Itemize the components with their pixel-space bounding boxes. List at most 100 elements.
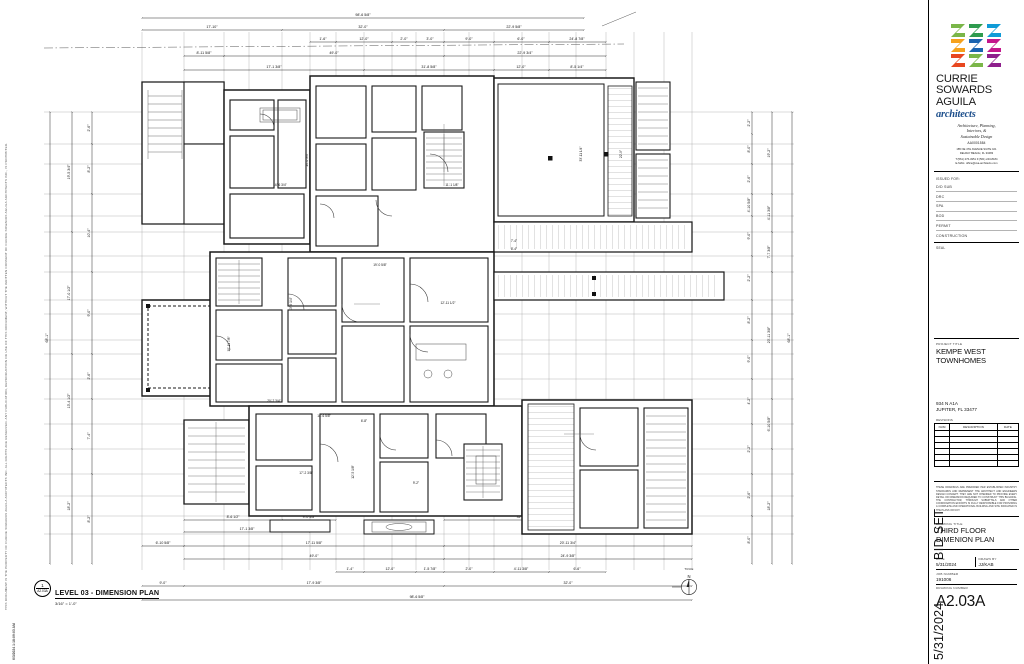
svg-text:9'-2": 9'-2" xyxy=(413,481,419,485)
svg-text:32'-0": 32'-0" xyxy=(564,581,574,585)
svg-text:N: N xyxy=(687,574,690,579)
svg-text:24'-8 7/8": 24'-8 7/8" xyxy=(569,37,585,41)
plan-scale: 3/16" = 1'-0" xyxy=(55,601,77,606)
drawing-title-caption: DRAWING TITLE xyxy=(936,521,963,526)
drawn-by-cell: DRAWN BY JJ/KAB xyxy=(974,557,1018,568)
seal-label: SEAL xyxy=(936,245,946,250)
north-arrow-label: TRUE xyxy=(684,567,694,571)
firm-address-line-1: 185 NE 4TH AVENUE SUITE 101 xyxy=(956,148,997,152)
svg-text:8'-0": 8'-0" xyxy=(747,145,751,153)
svg-text:12'-5 1/8": 12'-5 1/8" xyxy=(351,465,355,478)
svg-text:7'-7 3/8": 7'-7 3/8" xyxy=(767,245,771,259)
title-block-side-labels: BID SET 5/31/2024 xyxy=(930,0,946,664)
bid-set-label: BID SET xyxy=(932,508,946,560)
sheet-number-cell: DRAWING NUMBER A2.03A xyxy=(936,586,1017,611)
svg-text:17'-1 3/8": 17'-1 3/8" xyxy=(240,527,256,531)
svg-text:8'-6 1/2": 8'-6 1/2" xyxy=(227,515,241,519)
svg-text:8'-2": 8'-2" xyxy=(87,515,91,523)
issue-row[interactable]: DRC xyxy=(936,192,1017,202)
plan-svg: 98'-6 5/8" 17'-10" 32'-0" 22'-9 5/8" 1'-… xyxy=(43,11,794,601)
svg-text:10'-4": 10'-4" xyxy=(87,228,91,238)
project-block: PROJECT TITLE KEMPE WEST TOWNHOMES 934 N… xyxy=(929,342,1024,413)
issue-row[interactable]: CONSTRUCTION xyxy=(936,231,1017,240)
svg-text:17'-10": 17'-10" xyxy=(206,25,218,29)
project-title-line-1: KEMPE WEST xyxy=(936,346,986,356)
issue-row[interactable]: PERMIT xyxy=(936,221,1017,232)
title-block: BID SET 5/31/2024 CURRIE SOWARDS xyxy=(928,0,1024,664)
firm-name-line-3: AGUILA xyxy=(936,95,976,108)
svg-text:9'-0": 9'-0" xyxy=(747,232,751,240)
svg-text:20'-7 3/4": 20'-7 3/4" xyxy=(267,399,280,403)
svg-text:1'-5 7/8": 1'-5 7/8" xyxy=(424,567,438,571)
date-drawnby-row: DATE 5/31/2024 DRAWN BY JJ/KAB xyxy=(936,557,1018,568)
issued-for-block: ISSUED FOR: D/D SUB DRC SPA BOD PERMIT C… xyxy=(929,177,1024,240)
drawn-by-caption: DRAWN BY xyxy=(978,557,997,562)
svg-text:98'-6 5/8": 98'-6 5/8" xyxy=(355,13,371,17)
svg-text:68'-1": 68'-1" xyxy=(787,333,791,343)
revisions-caption: REVISIONS xyxy=(936,418,953,423)
svg-text:8'-11 5/8": 8'-11 5/8" xyxy=(197,51,213,55)
svg-text:31'-8 5/8": 31'-8 5/8" xyxy=(421,65,437,69)
svg-text:9'-0 5/8": 9'-0 5/8" xyxy=(303,515,317,519)
firm-tagline-line-2: Interiors, & xyxy=(966,128,987,134)
project-address: 934 N A1A JUPITER, FL 33477 xyxy=(936,401,1017,413)
issue-row[interactable]: D/D SUB xyxy=(936,182,1017,192)
svg-text:2'-0": 2'-0" xyxy=(400,37,408,41)
north-arrow-icon: N xyxy=(672,574,697,595)
issue-row[interactable]: BOD xyxy=(936,212,1017,222)
title-block-date-large: 5/31/2024 xyxy=(932,602,946,660)
svg-text:17'-1 3/8": 17'-1 3/8" xyxy=(266,65,282,69)
svg-text:17'-11 5/8": 17'-11 5/8" xyxy=(306,541,323,545)
svg-text:4'-2": 4'-2" xyxy=(747,397,751,405)
project-address-line-1: 934 N A1A xyxy=(936,400,958,406)
svg-text:8'-4": 8'-4" xyxy=(511,247,517,251)
svg-text:8'-2": 8'-2" xyxy=(87,165,91,173)
project-title-caption: PROJECT TITLE xyxy=(936,341,963,346)
issue-label: SPA xyxy=(936,204,944,209)
date-caption: DATE xyxy=(936,557,945,562)
copyright-notice: THIS DOCUMENT IS THE PROPERTY OF CURRIE … xyxy=(4,142,8,610)
job-number: 191006 xyxy=(936,576,952,582)
drawing-footer-grid: DATE 5/31/2024 DRAWN BY JJ/KAB JOB NUMBE… xyxy=(929,557,1024,611)
svg-text:12'-0": 12'-0" xyxy=(386,567,396,571)
issue-label: D/D SUB xyxy=(936,184,952,189)
svg-text:4'-11 3/8": 4'-11 3/8" xyxy=(514,567,529,571)
firm-email: E-MAIL: office@csa-architects.com xyxy=(955,161,998,165)
floor-plan-drawing[interactable]: 98'-6 5/8" 17'-10" 32'-0" 22'-9 5/8" 1'-… xyxy=(24,4,914,660)
north-arrow: TRUE N xyxy=(672,567,706,602)
svg-text:33'-11 1/4": 33'-11 1/4" xyxy=(579,147,583,162)
svg-text:12'-0": 12'-0" xyxy=(516,65,526,69)
svg-text:10'-11 7/8": 10'-11 7/8" xyxy=(227,337,231,352)
svg-text:49'-0": 49'-0" xyxy=(329,51,339,55)
copyright-timestamp: 6/3/2024 1:18:09:03 AM xyxy=(12,623,16,660)
issue-row[interactable]: SPA xyxy=(936,202,1017,212)
svg-text:13'-9 1/4": 13'-9 1/4" xyxy=(289,297,293,310)
svg-text:6'-0": 6'-0" xyxy=(517,37,525,41)
drawing-title-line-1: THIRD FLOOR xyxy=(936,525,987,535)
drawn-by: JJ/KAB xyxy=(978,562,994,568)
detail-bubble-icon: 1 A2.03A xyxy=(34,579,51,597)
svg-text:24'-9 3/8": 24'-9 3/8" xyxy=(561,554,577,558)
drawing-title-line-2: DIMENION PLAN xyxy=(936,534,995,544)
firm-license: AA0001584 xyxy=(967,141,986,146)
svg-text:18'-2": 18'-2" xyxy=(67,501,71,511)
issue-label: BOD xyxy=(936,214,945,219)
svg-text:12'-0": 12'-0" xyxy=(359,37,369,41)
firm-logo-icon xyxy=(949,22,1005,68)
table-row[interactable] xyxy=(933,460,1020,468)
revisions-col-date: DATE xyxy=(996,423,1020,432)
issue-label: CONSTRUCTION xyxy=(936,233,968,238)
svg-text:23'-11 3/8": 23'-11 3/8" xyxy=(767,326,771,343)
svg-text:14'-6 5/8": 14'-6 5/8" xyxy=(317,414,330,418)
svg-text:8'-5 1/4": 8'-5 1/4" xyxy=(570,65,584,69)
firm-tagline-line-1: Architecture, Planning, xyxy=(957,123,996,129)
svg-text:6'-10 5/8": 6'-10 5/8" xyxy=(156,541,172,545)
plan-title: LEVEL 03 - DIMENSION PLAN xyxy=(55,587,160,599)
job-number-caption: JOB NUMBER xyxy=(936,571,959,576)
svg-text:6'-8": 6'-8" xyxy=(361,419,367,423)
svg-text:14'-0 3/4": 14'-0 3/4" xyxy=(305,153,309,166)
revisions-block: REVISIONS NUM DESCRIPTION DATE xyxy=(929,418,1024,468)
firm-descriptor: architects xyxy=(936,109,976,121)
plan-label-text: LEVEL 03 - DIMENSION PLAN 3/16" = 1'-0" xyxy=(55,580,160,606)
project-title: KEMPE WEST TOWNHOMES xyxy=(936,347,1017,365)
